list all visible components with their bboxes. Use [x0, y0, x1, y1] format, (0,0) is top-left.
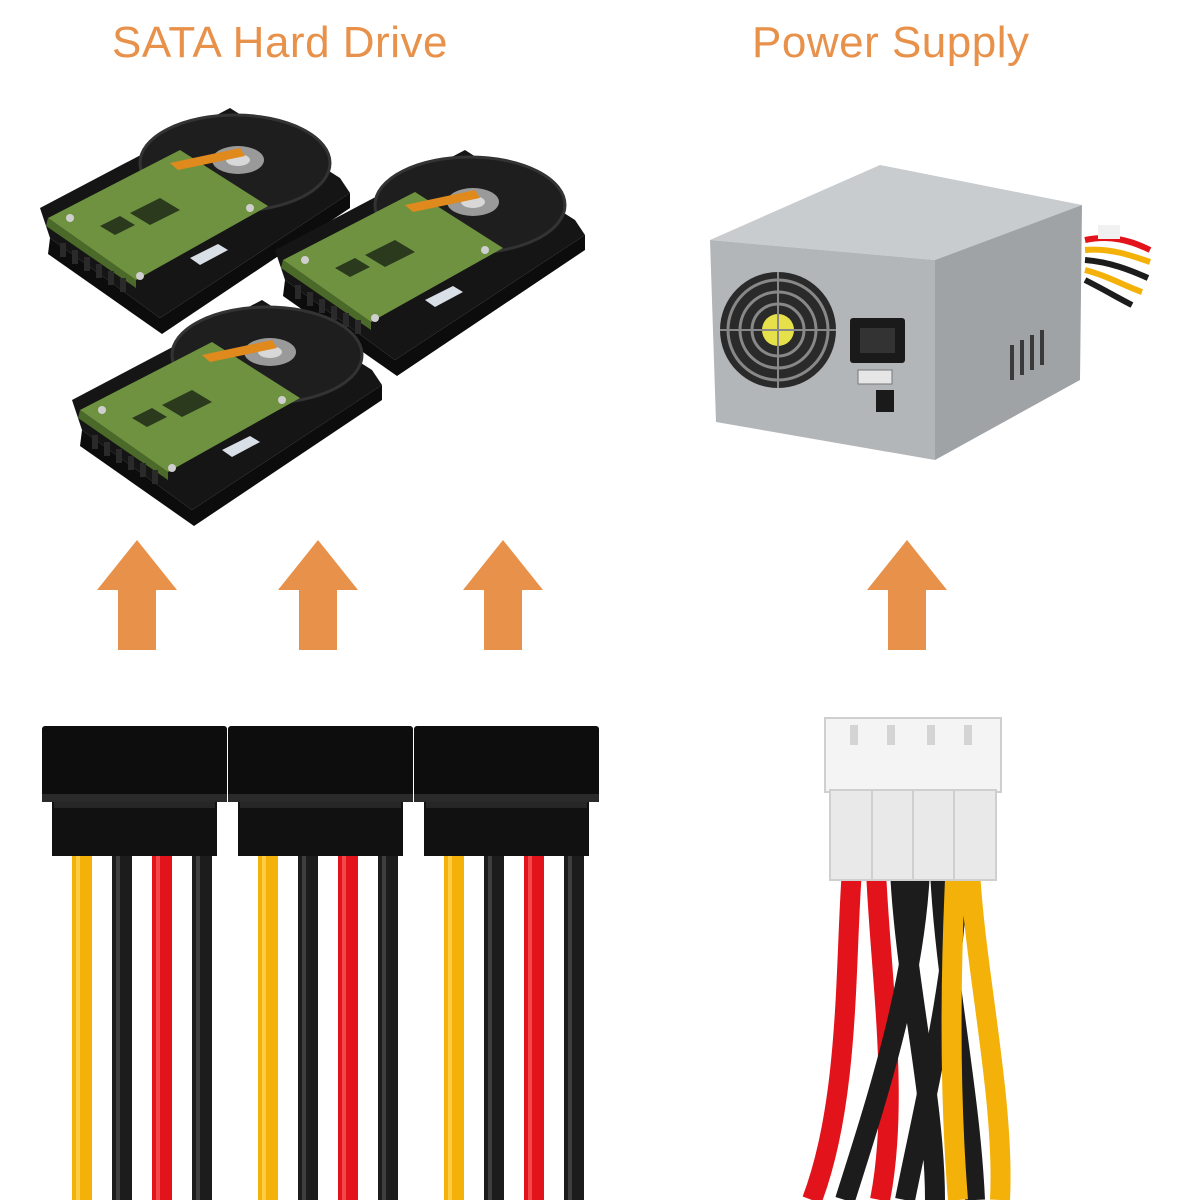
molex-connector-icon	[802, 717, 1011, 1200]
sata-hard-drive-label: SATA Hard Drive	[112, 18, 448, 67]
arrow-up-icon	[97, 540, 177, 650]
arrow-up-icon	[463, 540, 543, 650]
power-supply-icon	[710, 165, 1152, 460]
sata-connector-icon	[414, 726, 599, 1200]
sata-connector-icon	[228, 726, 413, 1200]
hard-drive-icon	[70, 298, 384, 528]
power-supply-label: Power Supply	[752, 18, 1030, 67]
arrow-up-icon	[278, 540, 358, 650]
arrow-up-icon	[867, 540, 947, 650]
sata-connector-icon	[42, 726, 227, 1200]
